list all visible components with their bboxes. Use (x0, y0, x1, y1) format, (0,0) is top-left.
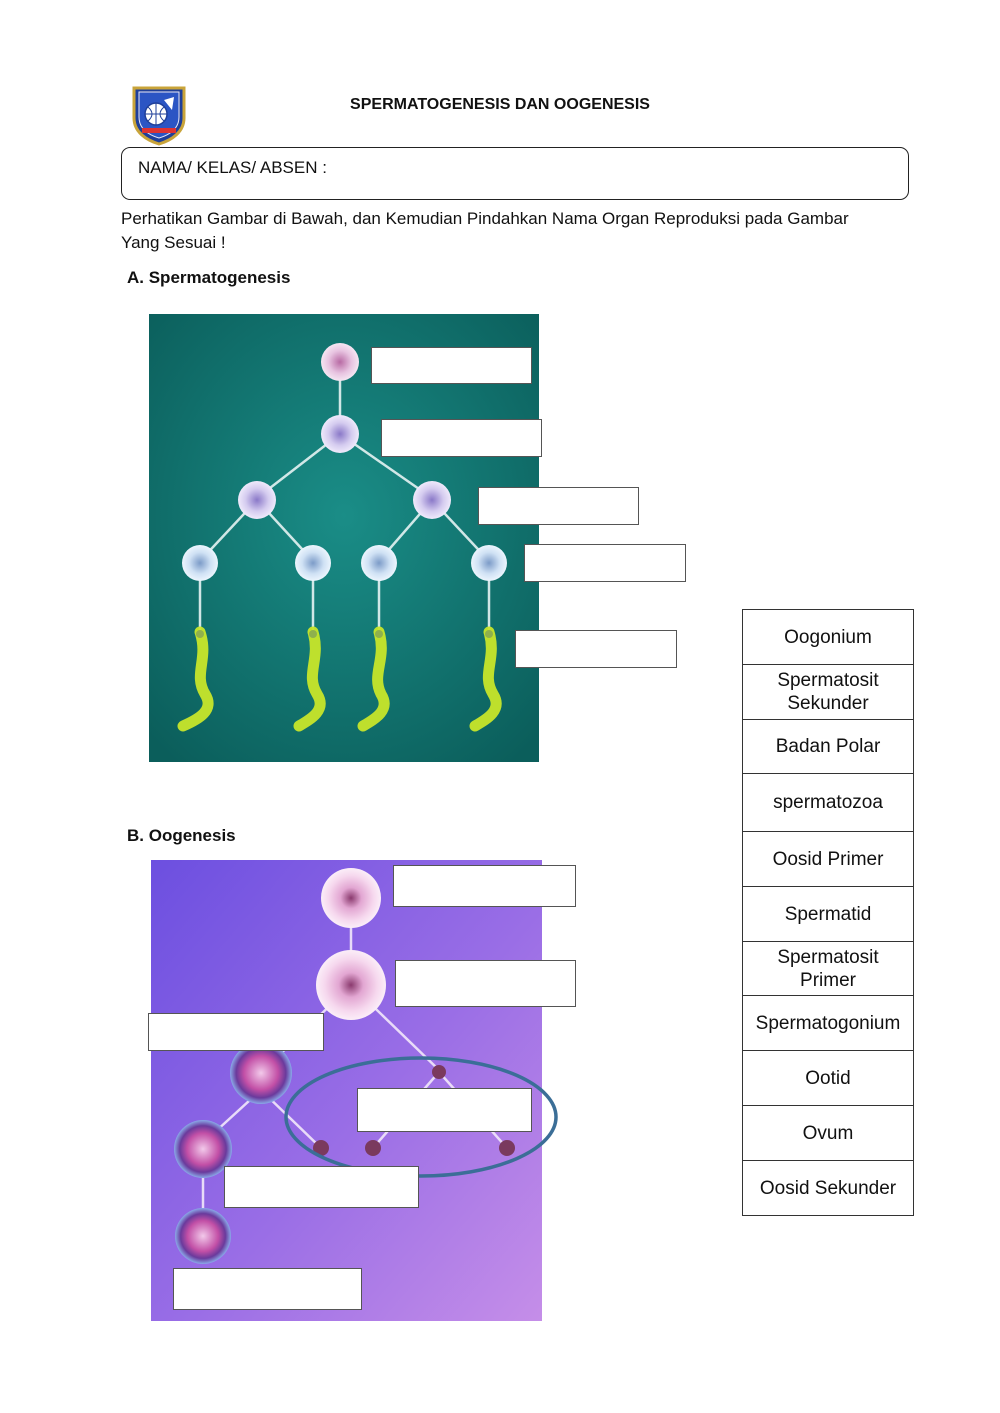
word-chip-spermatid[interactable]: Spermatid (743, 887, 913, 942)
page-title: SPERMATOGENESIS DAN OOGENESIS (350, 96, 650, 113)
drop-zone-spermatogonium[interactable] (371, 347, 532, 384)
word-bank: Oogonium Spermatosit Sekunder Badan Pola… (742, 609, 914, 1216)
word-chip-ootid[interactable]: Ootid (743, 1051, 913, 1106)
student-info-label: NAMA/ KELAS/ ABSEN : (138, 158, 327, 177)
word-chip-spermatogonium[interactable]: Spermatogonium (743, 996, 913, 1051)
word-chip-oosid-sekunder[interactable]: Oosid Sekunder (759, 1177, 897, 1199)
section-heading-spermatogenesis: A. Spermatogenesis (127, 268, 291, 287)
drop-zone-badan-polar[interactable] (357, 1088, 532, 1132)
drop-zone-spermatosit-sekunder[interactable] (478, 487, 639, 525)
word-chip-oosid-primer[interactable]: Oosid Primer (743, 832, 913, 887)
drop-zone-oosid-sekunder[interactable] (148, 1013, 324, 1051)
spermatogenesis-diagram (149, 314, 539, 762)
drop-zone-spermatid[interactable] (524, 544, 686, 582)
drop-zone-spermatozoa[interactable] (515, 630, 677, 668)
drop-zone-ovum[interactable] (173, 1268, 362, 1310)
drop-zone-oosid-primer[interactable] (395, 960, 576, 1007)
instruction-text: Perhatikan Gambar di Bawah, dan Kemudian… (121, 209, 849, 252)
word-chip-ovum[interactable]: Ovum (743, 1106, 913, 1161)
polar-body-highlight-ellipse (284, 1056, 558, 1178)
word-chip-badan-polar[interactable]: Badan Polar (743, 720, 913, 774)
school-logo (132, 86, 186, 146)
word-chip-spermatozoa[interactable]: spermatozoa (743, 774, 913, 832)
word-chip-oogonium[interactable]: Oogonium (743, 610, 913, 665)
word-chip-spermatosit-sekunder[interactable]: Spermatosit Sekunder (743, 665, 913, 720)
drop-zone-ootid[interactable] (224, 1166, 419, 1208)
student-info-field[interactable]: NAMA/ KELAS/ ABSEN : (121, 147, 909, 200)
section-heading-oogenesis: B. Oogenesis (127, 826, 236, 845)
drop-zone-spermatosit-primer[interactable] (381, 419, 542, 457)
word-chip-spermatosit-primer[interactable]: Spermatosit Primer (743, 942, 913, 996)
drop-zone-oogonium[interactable] (393, 865, 576, 907)
